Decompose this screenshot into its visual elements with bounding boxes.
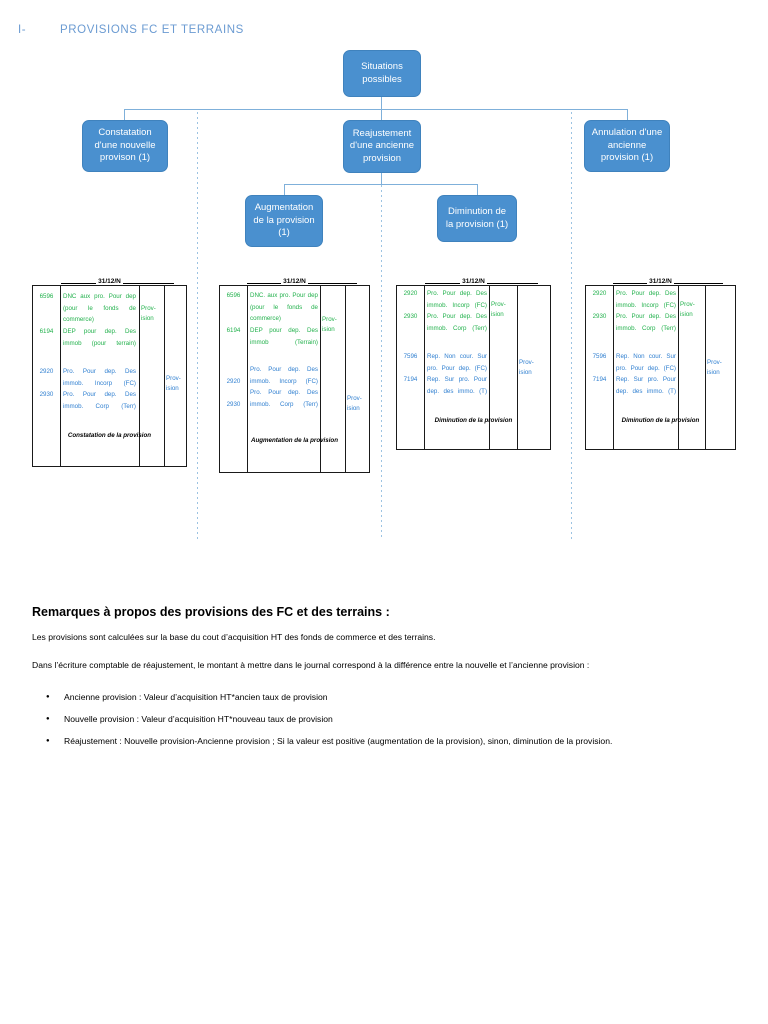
journal-table: 31/12/N 2920 Pro. Pour dep. Des immob. I… bbox=[396, 278, 551, 450]
connector-level1-horizontal bbox=[124, 109, 627, 110]
node-augmentation-label: Augmentation de la provision (1) bbox=[253, 202, 315, 239]
connector-root-down bbox=[381, 97, 382, 109]
remarks-paragraph-1: Les provisions sont calculées sur la bas… bbox=[32, 632, 436, 642]
journal-account-code: 2920 bbox=[403, 290, 418, 297]
journal-date-header: 31/12/N bbox=[33, 277, 186, 286]
node-diminution[interactable]: Diminution de la provision (1) bbox=[437, 195, 517, 242]
dotted-separator-3 bbox=[571, 112, 572, 540]
journal-date-header: 31/12/N bbox=[220, 277, 369, 286]
journal-account-label: Rep. Sur pro. Pour dep. des immo. (T) bbox=[616, 376, 676, 395]
journal-credit-amount: Prov-ision bbox=[519, 359, 534, 376]
journal-account-code: 7194 bbox=[592, 376, 607, 383]
journal-caption: Constatation de la provision bbox=[67, 432, 152, 439]
journal-account-code: 2920 bbox=[592, 290, 607, 297]
journal-table: 31/12/N 6596 DNC aux pro. Pour dep (pour… bbox=[32, 278, 187, 467]
journal-account-code: 7596 bbox=[403, 353, 418, 360]
dotted-separator-2 bbox=[381, 185, 382, 540]
journal-date-header: 31/12/N bbox=[397, 277, 550, 286]
journal-account-code: 2930 bbox=[226, 401, 241, 408]
journal-debit-amount: Prov-ision bbox=[141, 305, 156, 322]
node-augmentation[interactable]: Augmentation de la provision (1) bbox=[245, 195, 323, 247]
connector-to-diminution bbox=[477, 184, 478, 195]
journal-account-label: DEP pour dep. Des immob (Terrain) bbox=[250, 327, 318, 346]
journal-account-label: Pro. Pour dep. Des immob. Incorp (FC) bbox=[250, 366, 318, 385]
journal-debit-amount: Prov-ision bbox=[680, 301, 695, 318]
node-diminution-label: Diminution de la provision (1) bbox=[445, 206, 509, 230]
remarks-section: Remarques à propos des provisions des FC… bbox=[32, 605, 738, 753]
remarks-paragraph-2: Dans l’écriture comptable de réajustemen… bbox=[32, 660, 590, 670]
journal-account-label: Pro. Pour dep. Des immob. Corp (Terr) bbox=[616, 313, 676, 332]
journal-account-code: 2930 bbox=[39, 391, 54, 398]
journal-account-code: 6596 bbox=[226, 292, 241, 299]
node-reajustement-label: Reajustement d'une ancienne provision bbox=[349, 127, 415, 164]
list-item: Réajustement : Nouvelle provision-Ancien… bbox=[32, 731, 738, 751]
journal-account-label: DNC aux pro. Pour dep (pour le fonds de … bbox=[63, 293, 136, 323]
node-constatation-label: Constatation d'une nouvelle provison (1) bbox=[94, 127, 156, 164]
node-annulation-label: Annulation d'une ancienne provision (1) bbox=[591, 127, 663, 164]
journal-date-header: 31/12/N bbox=[586, 277, 735, 286]
journal-account-code: 6194 bbox=[226, 327, 241, 334]
node-situations-possibles-label: Situations possibles bbox=[361, 61, 403, 85]
journal-account-code: 2930 bbox=[403, 313, 418, 320]
journal-account-label: DEP pour dep. Des immob (pour terrain) bbox=[63, 328, 136, 347]
connector-to-augmentation bbox=[284, 184, 285, 195]
list-item: Ancienne provision : Valeur d’acquisitio… bbox=[32, 687, 738, 707]
connector-to-reajustement bbox=[381, 109, 382, 120]
remarks-title: Remarques à propos des provisions des FC… bbox=[32, 605, 390, 619]
journal-credit-amount: Prov-ision bbox=[166, 375, 181, 392]
connector-to-annulation bbox=[627, 109, 628, 120]
journal-account-code: 2930 bbox=[592, 313, 607, 320]
journal-account-label: Pro. Pour dep. Des immob. Incorp (FC) bbox=[63, 368, 136, 387]
journal-account-label: Pro. Pour dep. Des immob. Corp (Terr) bbox=[427, 313, 487, 332]
page-title: I- PROVISIONS FC ET TERRAINS bbox=[18, 24, 244, 36]
journal-account-label: Pro. Pour dep. Des immob. Incorp (FC) bbox=[616, 290, 676, 309]
journal-account-label: Rep. Non cour. Sur pro. Pour dep. (FC) bbox=[616, 353, 676, 372]
journal-account-label: DNC. aux pro. Pour dep (pour le fonds de… bbox=[250, 292, 318, 322]
journal-debit-amount: Prov-ision bbox=[491, 301, 506, 318]
journal-caption: Diminution de la provision bbox=[621, 417, 700, 424]
node-constatation[interactable]: Constatation d'une nouvelle provison (1) bbox=[82, 120, 168, 172]
journal-account-code: 7194 bbox=[403, 376, 418, 383]
journal-account-label: Rep. Sur pro. Pour dep. des immo. (T) bbox=[427, 376, 487, 395]
connector-level2-horizontal bbox=[284, 184, 478, 185]
situations-flowchart: Situations possibles Constatation d'une … bbox=[82, 50, 670, 540]
node-annulation[interactable]: Annulation d'une ancienne provision (1) bbox=[584, 120, 670, 172]
journal-caption: Augmentation de la provision bbox=[251, 437, 338, 444]
journal-account-code: 6596 bbox=[39, 293, 54, 300]
node-situations-possibles[interactable]: Situations possibles bbox=[343, 50, 421, 97]
journal-account-code: 7596 bbox=[592, 353, 607, 360]
journal-account-code: 2920 bbox=[39, 368, 54, 375]
remarks-bullet-list: Ancienne provision : Valeur d’acquisitio… bbox=[32, 687, 738, 751]
journal-account-code: 2920 bbox=[226, 378, 241, 385]
connector-to-constatation bbox=[124, 109, 125, 120]
journal-table: 31/12/N 6596 DNC. aux pro. Pour dep (pou… bbox=[219, 278, 370, 473]
journal-table: 31/12/N 2920 Pro. Pour dep. Des immob. I… bbox=[585, 278, 736, 450]
journal-debit-amount: Prov-ision bbox=[322, 316, 337, 333]
journal-caption: Diminution de la provision bbox=[434, 417, 513, 424]
journal-account-code: 6194 bbox=[39, 328, 54, 335]
journal-account-label: Rep. Non cour. Sur pro. Pour dep. (FC) bbox=[427, 353, 487, 372]
journal-account-label: Pro. Pour dep. Des immob. Corp (Terr) bbox=[63, 391, 136, 410]
heading-number: I- bbox=[18, 24, 27, 36]
dotted-separator-1 bbox=[197, 112, 198, 540]
journal-account-label: Pro. Pour dep. Des immob. Corp (Terr) bbox=[250, 389, 318, 408]
node-reajustement[interactable]: Reajustement d'une ancienne provision bbox=[343, 120, 421, 173]
journal-account-label: Pro. Pour dep. Des immob. Incorp (FC) bbox=[427, 290, 487, 309]
journal-credit-amount: Prov-ision bbox=[347, 395, 362, 412]
heading-text: PROVISIONS FC ET TERRAINS bbox=[60, 24, 244, 36]
list-item: Nouvelle provision : Valeur d’acquisitio… bbox=[32, 709, 738, 729]
connector-reajustement-down bbox=[381, 173, 382, 184]
journal-credit-amount: Prov-ision bbox=[707, 359, 722, 376]
